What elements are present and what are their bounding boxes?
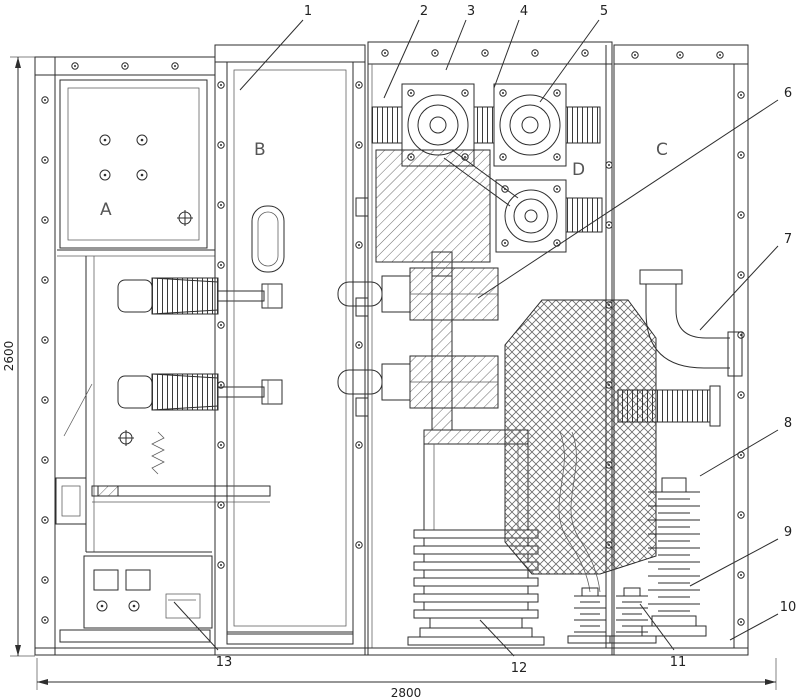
- cabinet-b: [214, 44, 369, 656]
- compartment-label-a: A: [100, 200, 112, 220]
- callout-8: 8: [784, 416, 792, 431]
- bushing-run-top: [371, 106, 601, 144]
- divider-d-c: [605, 45, 613, 648]
- breaker-pole-upper: [117, 277, 283, 315]
- mechanism-linkage: [55, 256, 271, 553]
- cables: [558, 431, 601, 593]
- callout-12: 12: [511, 661, 528, 676]
- compartment-labels: A B C D: [100, 140, 668, 220]
- flange-top-right: [493, 83, 567, 167]
- callout-3: 3: [467, 4, 475, 19]
- callout-5: 5: [600, 4, 608, 19]
- callout-13: 13: [216, 655, 233, 670]
- callout-11: 11: [670, 655, 687, 670]
- cabinet-a-door: [59, 79, 208, 249]
- callout-2: 2: [420, 4, 428, 19]
- section-d: [337, 41, 657, 656]
- compartment-label-b: B: [254, 140, 266, 160]
- cable-duct-body: [504, 299, 657, 575]
- hinge: [355, 397, 369, 417]
- callout-1: 1: [304, 4, 312, 19]
- breaker-pole-lower: [117, 373, 283, 411]
- callout-6: 6: [784, 86, 792, 101]
- callout-9: 9: [784, 525, 792, 540]
- compartment-label-c: C: [656, 140, 668, 160]
- door-handle-slot: [251, 205, 285, 273]
- dimension-height-label: 2600: [2, 341, 16, 372]
- insulation-block: [375, 149, 491, 263]
- hinge: [355, 197, 369, 217]
- cabinet-a-bolts: [41, 62, 179, 624]
- wall-bushing: [617, 385, 721, 427]
- section-d-bolts: [381, 49, 589, 57]
- base-rail: [35, 647, 748, 656]
- callout-10: 10: [780, 600, 797, 615]
- cabinet-c: [613, 44, 749, 656]
- support-insulators-bottom: [567, 587, 657, 644]
- callouts: 1 2 3 4 5 6 7 8 9 10 11 12 13: [173, 4, 797, 676]
- contact-arm-upper: [337, 267, 499, 321]
- hinge: [355, 297, 369, 317]
- flange-top-left: [401, 83, 475, 167]
- dimension-width-label: 2800: [391, 686, 422, 700]
- contact-arm-lower: [337, 355, 499, 409]
- cabinet-a: [34, 56, 283, 656]
- post-insulator: [641, 477, 707, 637]
- vertical-stem: [431, 251, 453, 431]
- elbow-duct: [639, 269, 743, 377]
- mechanism-box: [83, 555, 213, 629]
- callout-4: 4: [520, 4, 528, 19]
- flange-lower: [495, 179, 603, 253]
- dimension-height: 2600: [2, 56, 35, 657]
- dimension-width: 2800: [36, 658, 777, 700]
- cabinet-b-bolts: [217, 81, 363, 569]
- callout-7: 7: [784, 232, 792, 247]
- compartment-label-d: D: [572, 160, 585, 180]
